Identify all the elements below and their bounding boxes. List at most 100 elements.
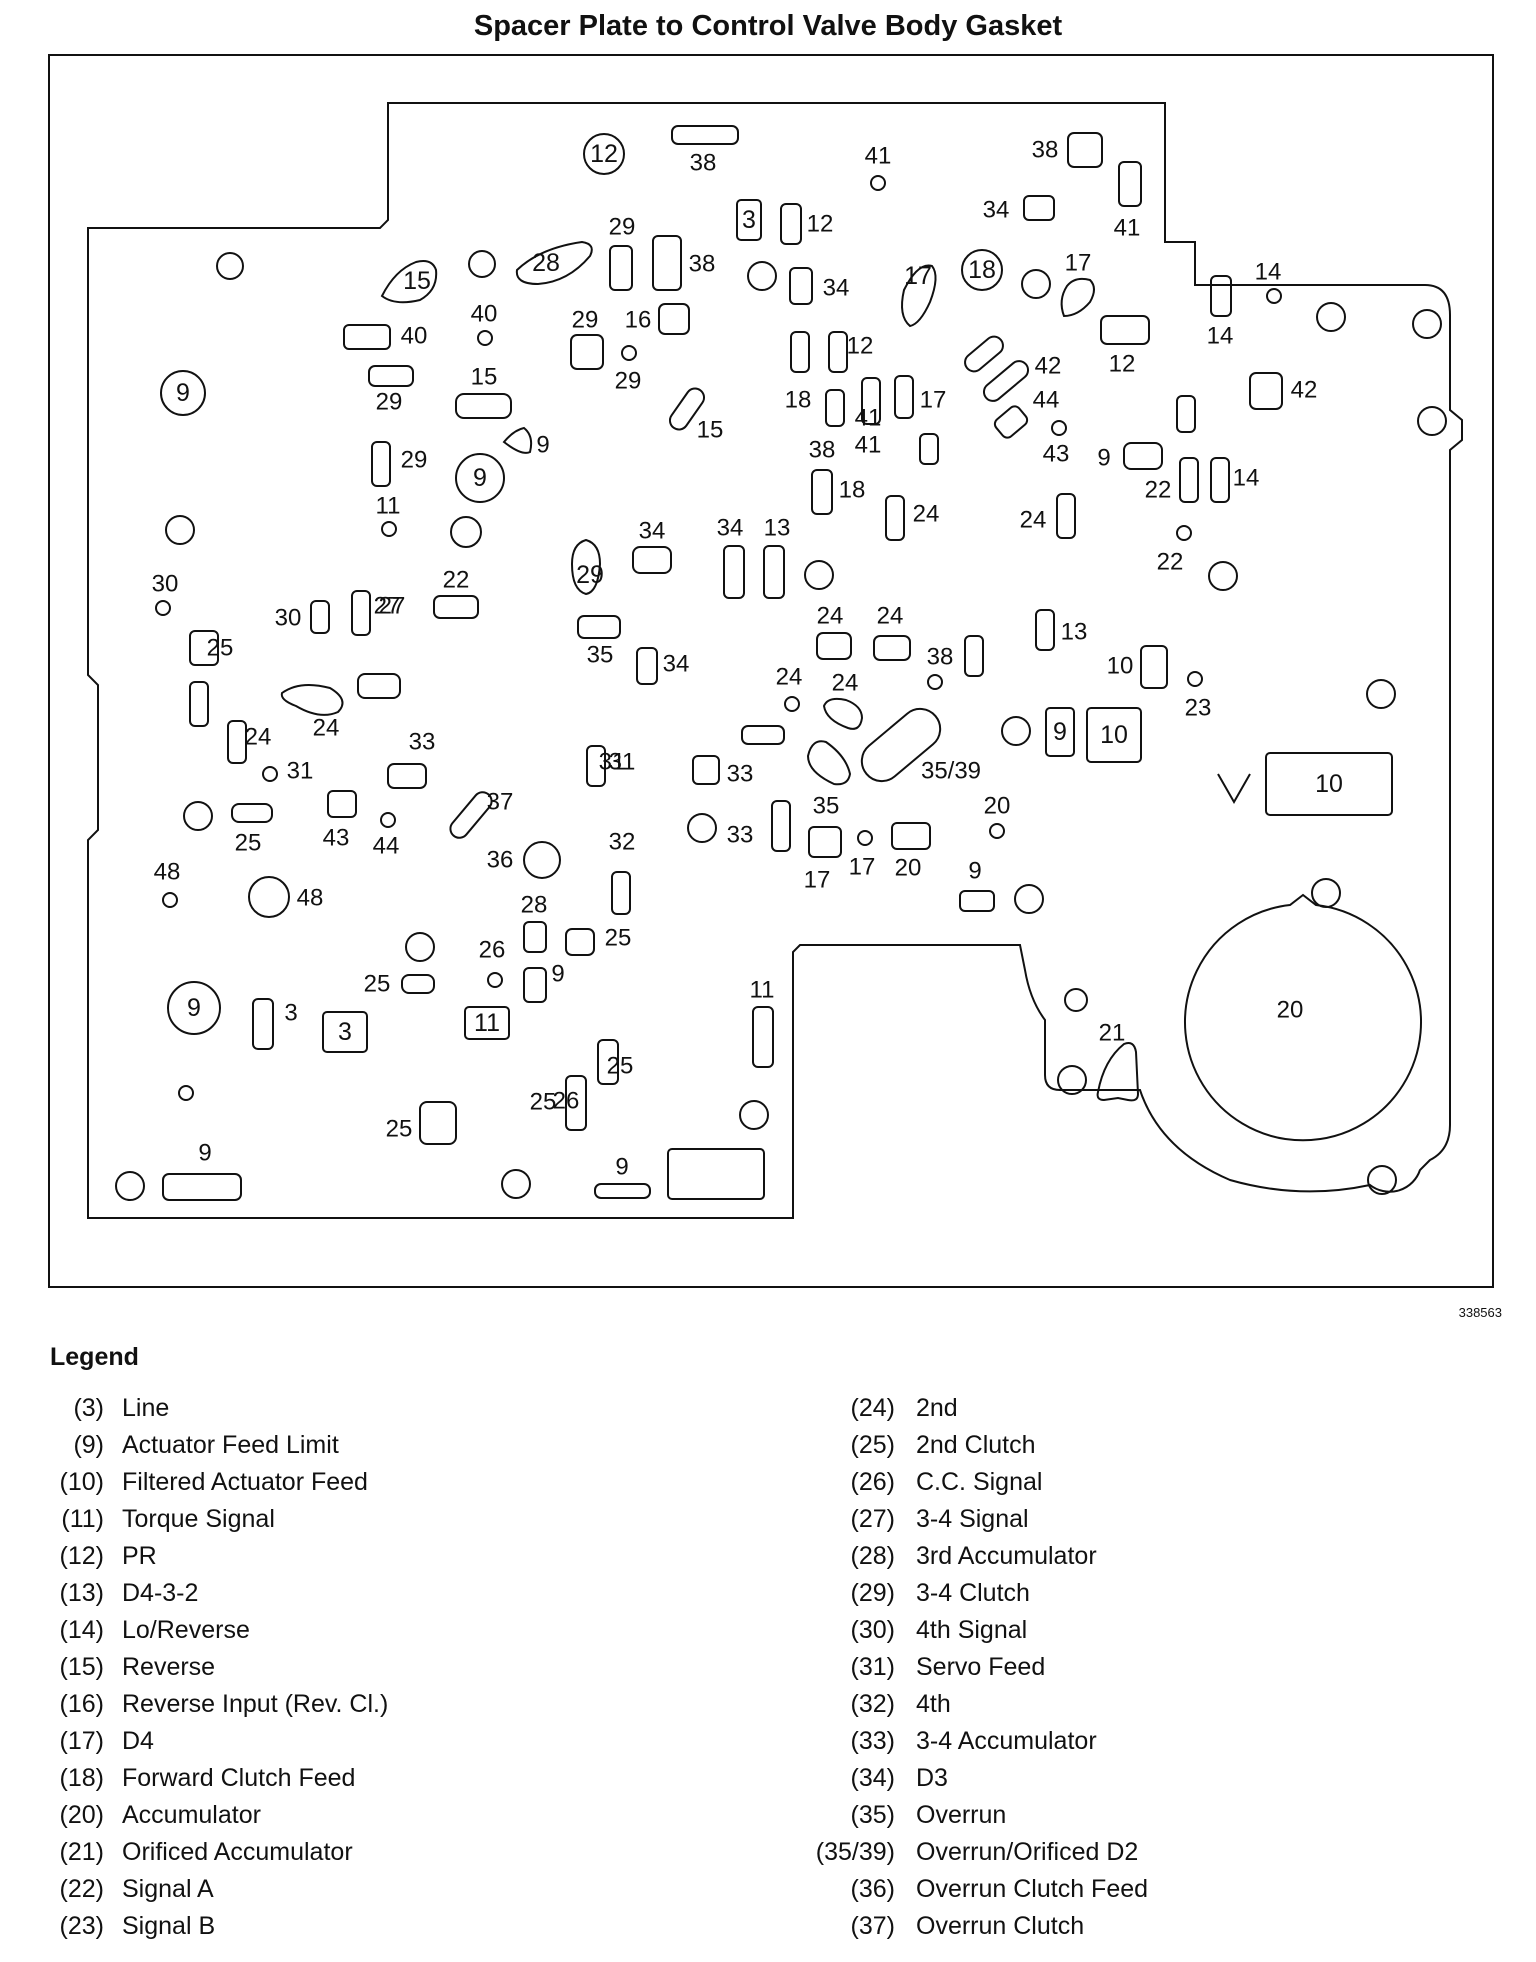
port-slot [357, 673, 401, 699]
port-slot [523, 921, 547, 953]
port-slot [343, 324, 391, 350]
legend-code: (27) [850, 1505, 895, 1533]
circled-port-label: 9 [187, 994, 201, 1022]
port-slot [1179, 457, 1199, 503]
circled-port-ring [167, 981, 221, 1035]
port-callout: 43 [1043, 441, 1070, 468]
circled-port-ring [160, 370, 206, 416]
port-hole-small [1051, 420, 1067, 436]
port-hole-small [487, 972, 503, 988]
port-callout: 9 [551, 961, 564, 988]
legend-description: C.C. Signal [916, 1468, 1043, 1496]
port-slot [771, 800, 791, 852]
port-callout: 9 [198, 1140, 211, 1167]
legend-description: Overrun Clutch [916, 1912, 1085, 1940]
port-hole-small [784, 696, 800, 712]
port-slot [692, 755, 720, 785]
port-callout: 36 [487, 847, 514, 874]
legend-description: Overrun [916, 1801, 1007, 1829]
port-drop [901, 264, 937, 328]
port-callout: 29 [615, 368, 642, 395]
legend-description: 3-4 Clutch [916, 1579, 1030, 1607]
port-shapes [115, 125, 1447, 1201]
port-hole [1208, 561, 1238, 591]
legend-description: PR [122, 1542, 157, 1570]
accumulator-bore [1184, 893, 1422, 1142]
port-slot [752, 1006, 774, 1068]
port-callout: 25 [605, 925, 632, 952]
port-hole [1367, 1165, 1397, 1195]
port-hole-small [477, 330, 493, 346]
port-slot [611, 871, 631, 915]
port-callout: 27 [379, 593, 406, 620]
port-callout: 31 [609, 749, 636, 776]
port-callout: 14 [1207, 323, 1234, 350]
legend-code: (26) [850, 1468, 895, 1496]
port-slot [811, 469, 833, 515]
legend-description: Signal B [122, 1912, 216, 1940]
port-drop [1060, 277, 1095, 318]
port-hole [1366, 679, 1396, 709]
port-hole [1064, 988, 1088, 1012]
port-slot [1067, 132, 1103, 168]
boxed-port-outline [322, 1011, 368, 1053]
port-slot [671, 125, 739, 145]
legend-description: 2nd Clutch [916, 1431, 1036, 1459]
port-slot [741, 725, 785, 745]
port-callout: 25 [364, 971, 391, 998]
port-callout: 48 [154, 859, 181, 886]
port-slot [419, 1101, 457, 1145]
legend-code: (35) [850, 1801, 895, 1829]
port-callout: 40 [471, 301, 498, 328]
legend-code: (33) [850, 1727, 895, 1755]
port-callout: 20 [895, 855, 922, 882]
port-callout: 33 [409, 729, 436, 756]
port-callout: 21 [1099, 1020, 1126, 1047]
port-slot [162, 1173, 242, 1201]
legend-code: (23) [59, 1912, 104, 1940]
port-hole [248, 876, 290, 918]
port-callout: 18 [785, 387, 812, 414]
port-slot [816, 632, 852, 660]
port-callout: 30 [275, 605, 302, 632]
port-callout: 18 [839, 477, 866, 504]
boxed-port-outline [1086, 707, 1142, 763]
port-callout: 14 [1255, 259, 1282, 286]
port-callout: 48 [297, 885, 324, 912]
port-hole-small [927, 674, 943, 690]
port-callout: 13 [1061, 619, 1088, 646]
port-hole [687, 813, 717, 843]
port-hole [1412, 309, 1442, 339]
legend-code: (9) [73, 1431, 104, 1459]
port-hole-small [870, 175, 886, 191]
port-hole-small [262, 766, 278, 782]
port-slot-angled [860, 707, 942, 783]
port-hole-small [1176, 525, 1192, 541]
port-slot-angled [982, 360, 1030, 402]
port-callout: 9 [615, 1154, 628, 1181]
port-callout: 38 [690, 150, 717, 177]
legend-code: (15) [59, 1653, 104, 1681]
legend-code: (14) [59, 1616, 104, 1644]
circled-port-label: 15 [403, 267, 431, 295]
legend-code: (31) [850, 1653, 895, 1681]
port-callout: 35/39 [921, 758, 981, 785]
circled-port-label: 29 [576, 561, 604, 589]
port-callout: 25 [235, 830, 262, 857]
port-slot [401, 974, 435, 994]
legend-code: (37) [850, 1912, 895, 1940]
legend-description: Overrun Clutch Feed [916, 1875, 1149, 1903]
legend-code: (3) [73, 1394, 104, 1422]
circled-port-label: 18 [968, 256, 996, 284]
port-hole-small [989, 823, 1005, 839]
port-slot [1035, 609, 1055, 651]
circled-port-label: 12 [590, 140, 618, 168]
legend-description: Line [122, 1394, 170, 1422]
port-drop [515, 240, 593, 286]
port-slot [565, 1075, 587, 1131]
legend-code: (24) [850, 1394, 895, 1422]
port-drop [502, 426, 533, 454]
port-callout: 31 [287, 758, 314, 785]
